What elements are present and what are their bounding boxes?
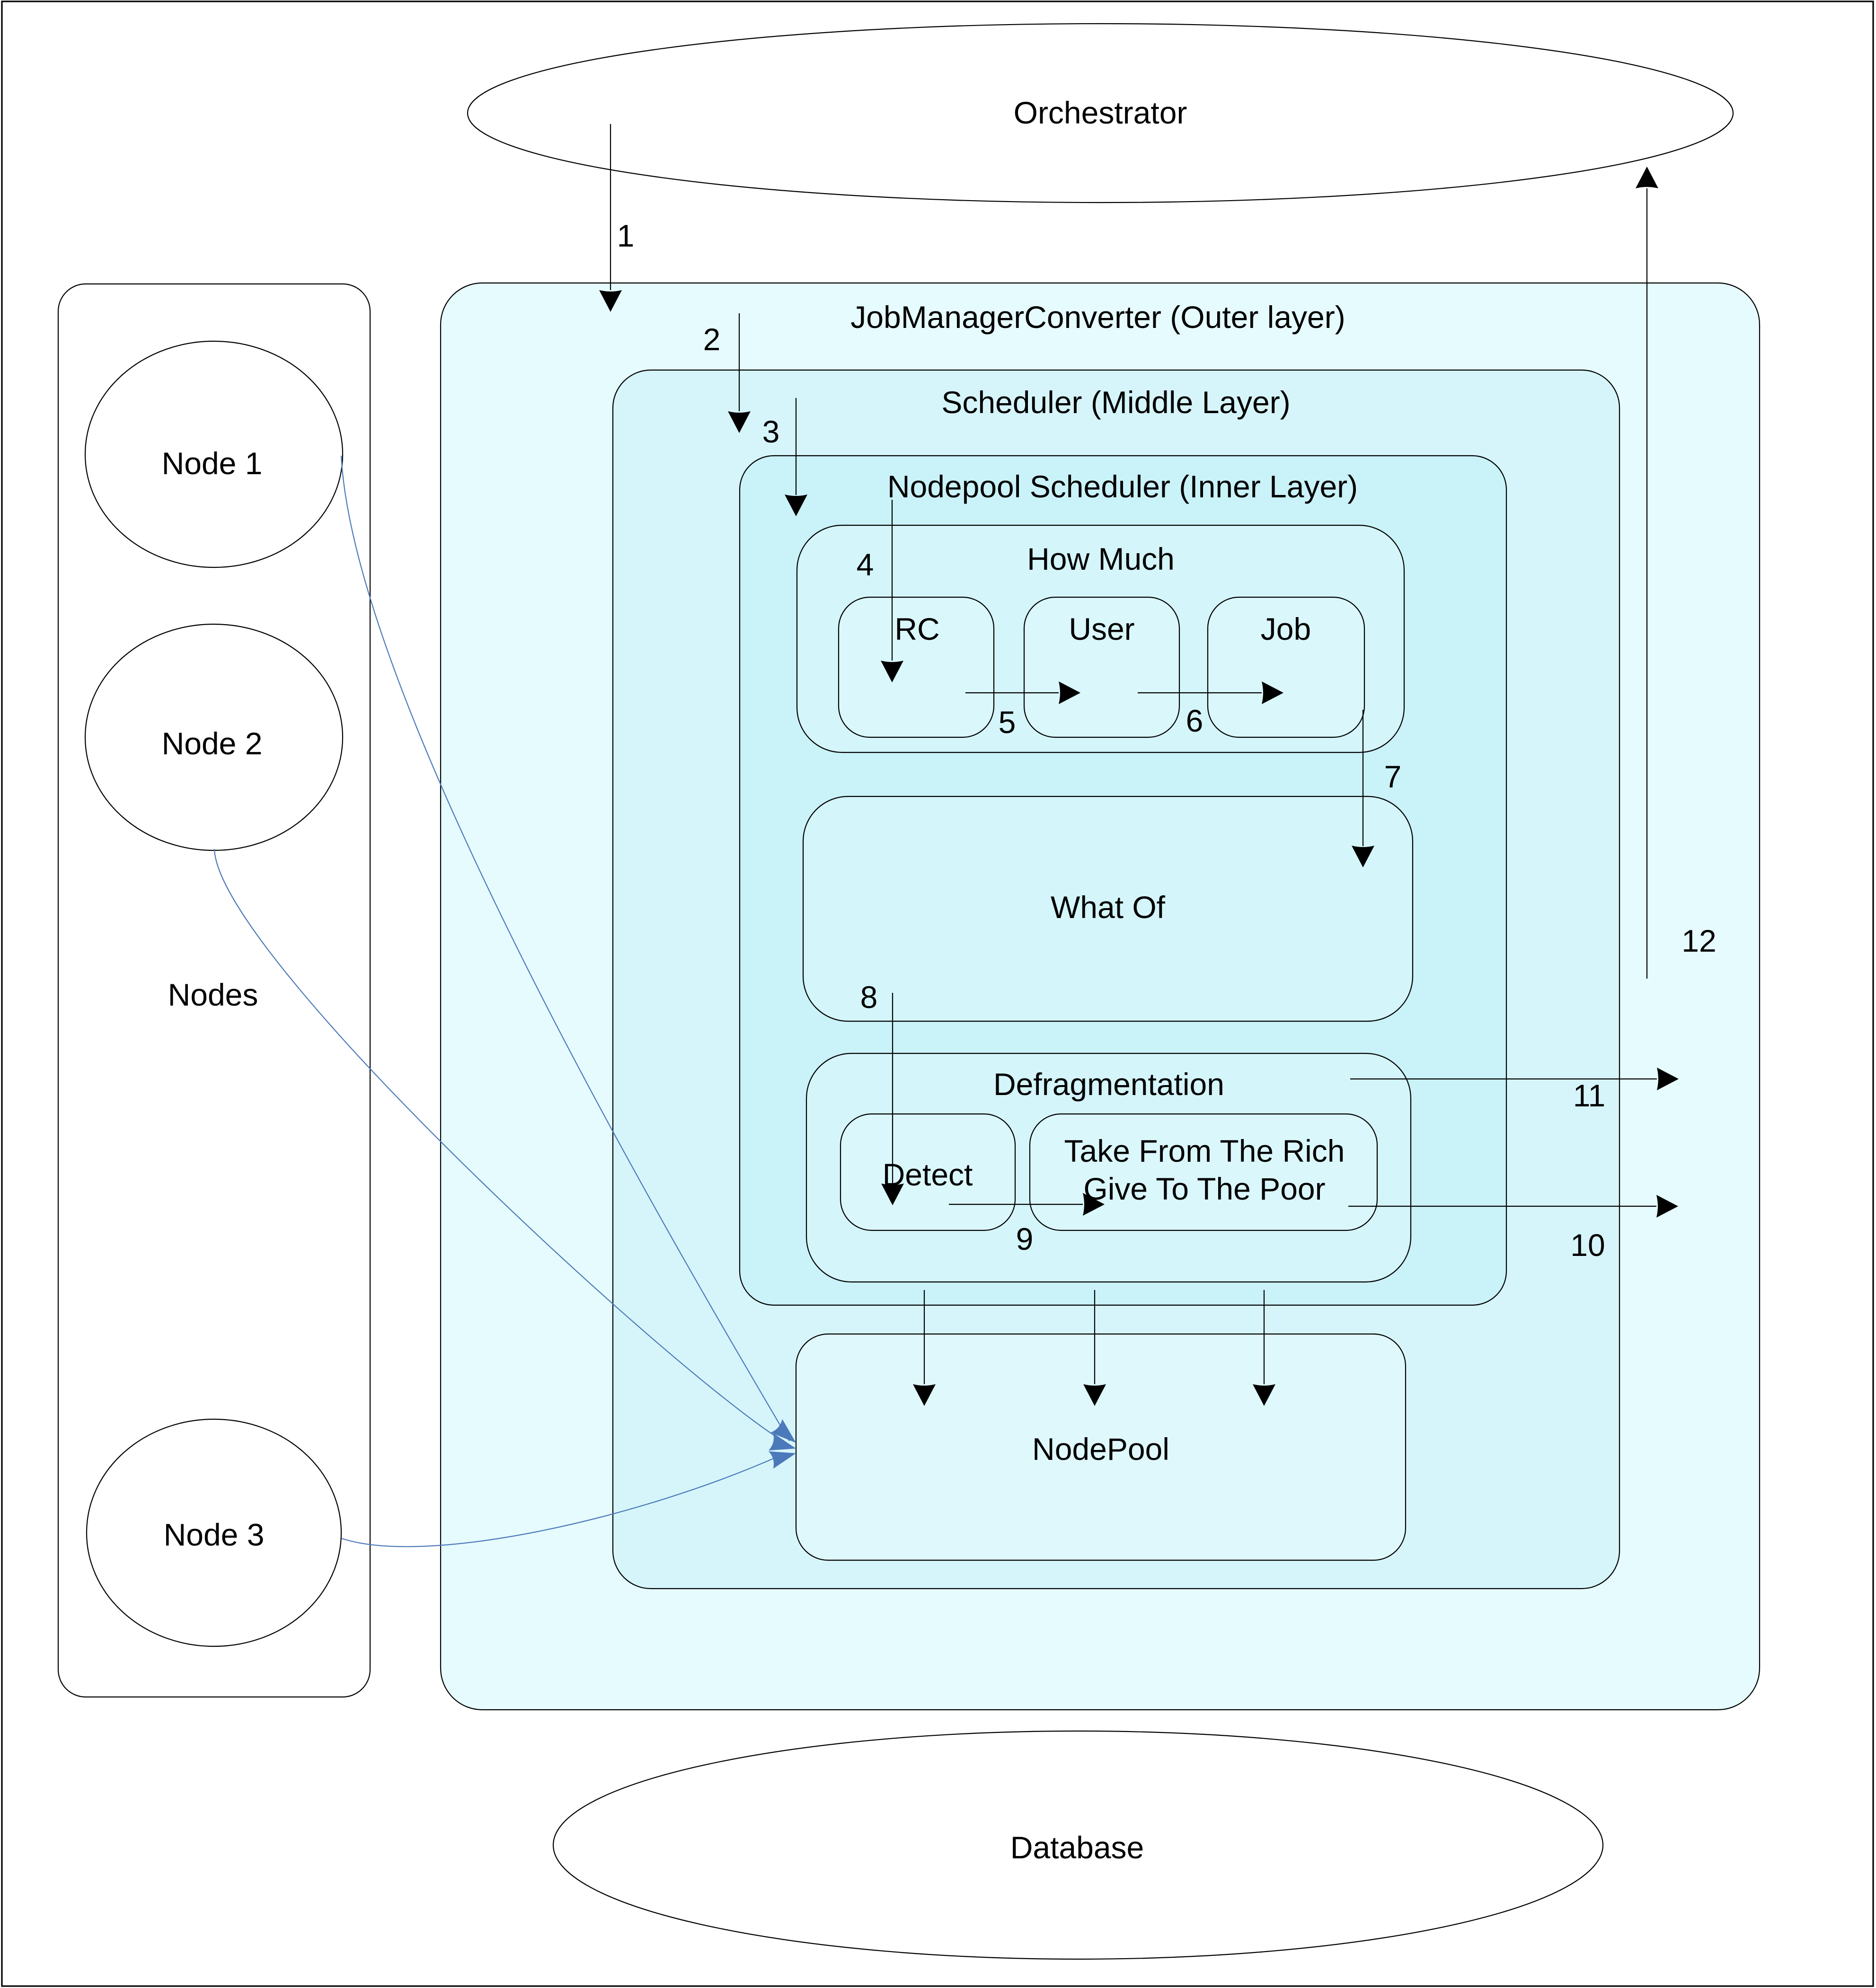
svg-text:JobManagerConverter (Outer lay: JobManagerConverter (Outer layer): [850, 300, 1345, 335]
svg-text:5: 5: [999, 705, 1016, 740]
svg-text:2: 2: [703, 322, 721, 357]
svg-text:What Of: What Of: [1051, 890, 1166, 925]
svg-text:How Much: How Much: [1027, 541, 1175, 576]
svg-text:8: 8: [860, 980, 878, 1015]
svg-text:4: 4: [857, 547, 874, 582]
svg-text:7: 7: [1384, 759, 1402, 794]
svg-text:NodePool: NodePool: [1032, 1431, 1169, 1467]
svg-text:Scheduler (Middle Layer): Scheduler (Middle Layer): [941, 385, 1290, 420]
svg-text:11: 11: [1573, 1078, 1606, 1113]
svg-text:Give To The Poor: Give To The Poor: [1083, 1171, 1325, 1206]
svg-text:Node 2: Node 2: [162, 726, 263, 761]
svg-text:Take From The Rich: Take From The Rich: [1064, 1133, 1345, 1168]
svg-text:9: 9: [1016, 1221, 1034, 1256]
svg-text:RC: RC: [894, 611, 939, 646]
svg-text:Nodes: Nodes: [168, 977, 258, 1012]
svg-text:Defragmentation: Defragmentation: [993, 1067, 1224, 1102]
svg-text:Job: Job: [1261, 611, 1311, 646]
svg-text:Orchestrator: Orchestrator: [1014, 95, 1187, 130]
svg-text:1: 1: [617, 218, 635, 253]
svg-text:Node 1: Node 1: [162, 446, 263, 481]
svg-text:12: 12: [1681, 923, 1716, 958]
svg-text:10: 10: [1570, 1228, 1605, 1263]
svg-text:User: User: [1069, 611, 1134, 646]
svg-text:Database: Database: [1010, 1830, 1144, 1865]
svg-text:3: 3: [762, 414, 780, 449]
svg-text:Nodepool Scheduler (Inner Laye: Nodepool Scheduler (Inner Layer): [887, 469, 1358, 504]
svg-text:Node 3: Node 3: [164, 1517, 265, 1552]
svg-text:6: 6: [1186, 703, 1203, 738]
